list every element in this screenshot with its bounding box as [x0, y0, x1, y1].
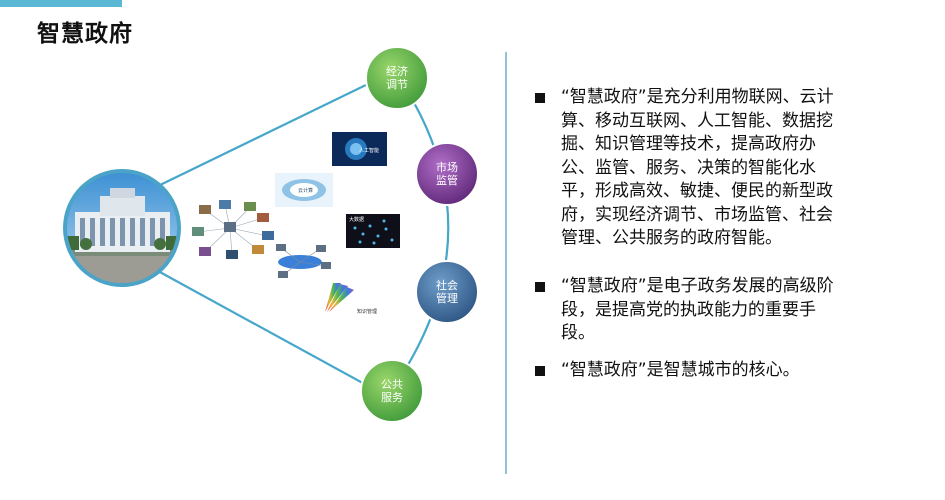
network-diagram-image — [192, 200, 274, 259]
square-bullet-icon — [535, 366, 545, 376]
connector-top — [157, 82, 371, 187]
bullet-item-2: “智慧政府”是电子政务发展的高级阶段，是提高党的执政能力的重要手段。 — [535, 275, 849, 346]
connector-lines — [157, 74, 450, 391]
node-market: 市场监管 — [415, 142, 479, 206]
node-economy: 经济调节 — [365, 46, 429, 110]
government-diagram: 人工智能 云计算 大数据 知识管理 — [63, 46, 479, 423]
square-bullet-icon — [535, 93, 545, 103]
big-data-image: 大数据 — [346, 214, 400, 248]
node-social: 社会管理 — [415, 260, 479, 324]
connector-bottom — [157, 270, 371, 388]
bullet-item-1: “智慧政府”是充分利用物联网、云计算、移动互联网、人工智能、数据挖掘、知识管理等… — [535, 86, 849, 251]
government-building-photo — [63, 169, 181, 287]
bullet-text-3: “智慧政府”是智慧城市的核心。 — [561, 360, 800, 380]
bullet-text-2: “智慧政府”是电子政务发展的高级阶段，是提高党的执政能力的重要手段。 — [561, 276, 834, 343]
network-devices-image — [276, 244, 331, 278]
bullet-text-1: “智慧政府”是充分利用物联网、云计算、移动互联网、人工智能、数据挖掘、知识管理等… — [561, 87, 834, 248]
bullet-item-3: “智慧政府”是智慧城市的核心。 — [535, 359, 849, 383]
node-social-label: 社会管理 — [436, 278, 458, 305]
vertical-divider — [505, 52, 507, 474]
accent-bar — [0, 0, 122, 7]
node-public-label: 公共服务 — [381, 378, 403, 404]
node-public: 公共服务 — [360, 359, 424, 423]
thumb-label-bigdata: 大数据 — [349, 216, 364, 223]
knowledge-management-image: 知识管理 — [323, 281, 383, 316]
thumb-label-knowledge: 知识管理 — [357, 308, 377, 315]
page-title: 智慧政府 — [37, 21, 133, 47]
thumb-label-cloud: 云计算 — [298, 187, 313, 194]
thumb-label-ai: 人工智能 — [359, 147, 379, 154]
square-bullet-icon — [535, 282, 545, 292]
ai-brain-image: 人工智能 — [332, 132, 387, 166]
cloud-computing-image: 云计算 — [275, 173, 333, 207]
node-economy-label: 经济调节 — [386, 64, 408, 91]
connector-arc — [391, 74, 450, 391]
node-market-label: 市场监管 — [436, 160, 458, 187]
